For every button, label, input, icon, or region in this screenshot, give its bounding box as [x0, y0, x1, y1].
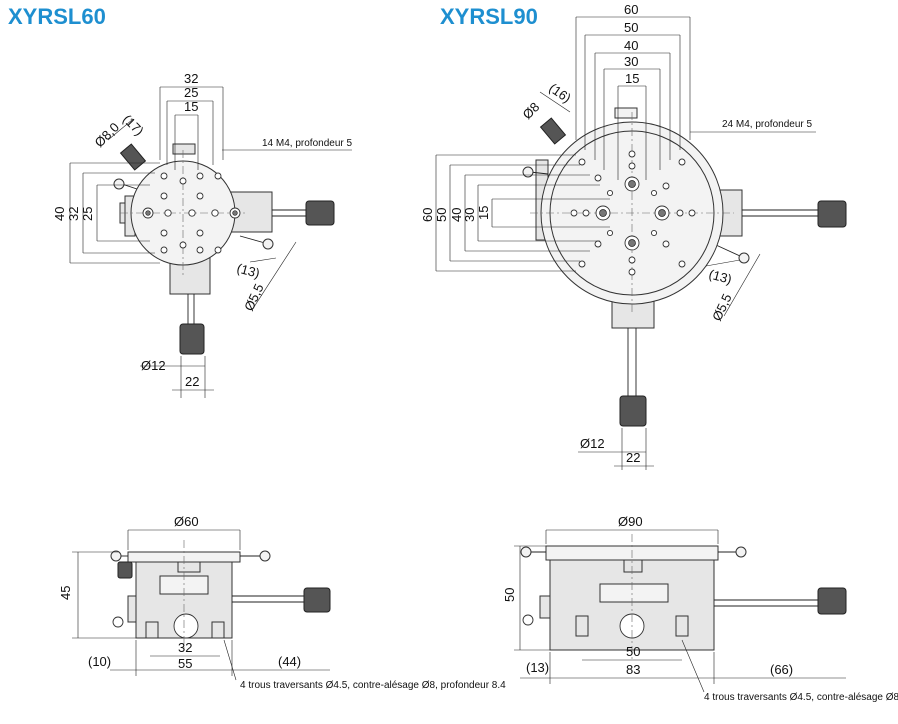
dim-12: Ø12 [141, 358, 166, 373]
dim-32: 32 [184, 71, 198, 86]
dim-5-5: Ø5,5 [709, 291, 735, 323]
xyrsl90-front-view [520, 534, 847, 660]
dim-60-vertical: 60 [420, 208, 435, 222]
model-title-xyrsl60: XYRSL60 [8, 4, 106, 29]
dim-83: 83 [626, 662, 640, 677]
dim-40-vertical: 40 [449, 208, 464, 222]
dim-diameter-60: Ø60 [174, 514, 199, 529]
dim-50-height: 50 [502, 588, 517, 602]
note-holes: 4 trous traversants Ø4.5, contre-alésage… [240, 680, 506, 691]
note-threads: 24 M4, profondeur 5 [722, 119, 812, 130]
dim-40: 40 [624, 38, 638, 53]
dim-13-bottom: (13) [526, 660, 549, 675]
dim-40-vertical: 40 [52, 207, 67, 221]
dim-32-bottom: 32 [178, 640, 192, 655]
dim-13: (13) [235, 260, 261, 280]
dim-44: (44) [278, 654, 301, 669]
dim-12: Ø12 [580, 436, 605, 451]
dim-15: 15 [625, 71, 639, 86]
xyrsl90-top-dimensions [435, 16, 816, 470]
dim-30: 30 [624, 54, 638, 69]
xyrsl60-top-dimensions [69, 86, 352, 398]
dim-17: (17) [120, 112, 147, 139]
dim-8: Ø8 [520, 99, 543, 122]
xyrsl60-top-view [113, 143, 335, 355]
dim-30-vertical: 30 [462, 208, 477, 222]
dim-60: 60 [624, 2, 638, 17]
dim-32-vertical: 32 [66, 207, 81, 221]
dim-50-bottom: 50 [626, 644, 640, 659]
dim-22: 22 [626, 450, 640, 465]
dim-15: 15 [184, 99, 198, 114]
xyrsl90-front-dimensions [514, 529, 846, 693]
dim-45: 45 [58, 586, 73, 600]
model-title-xyrsl90: XYRSL90 [440, 4, 538, 29]
dim-5-5: Ø5,5 [241, 281, 267, 313]
dim-50: 50 [624, 20, 638, 35]
dim-55: 55 [178, 656, 192, 671]
dim-25: 25 [184, 85, 198, 100]
note-holes: 4 trous traversants Ø4.5, contre-alésage… [704, 692, 898, 703]
dim-22: 22 [185, 374, 199, 389]
dim-66: (66) [770, 662, 793, 677]
dim-diameter-90: Ø90 [618, 514, 643, 529]
note-threads: 14 M4, profondeur 5 [262, 138, 352, 149]
xyrsl90-top-view [522, 107, 847, 427]
dim-16: (16) [546, 80, 574, 106]
dim-15-vertical: 15 [476, 206, 491, 220]
xyrsl60-front-view [110, 540, 331, 648]
dim-25-vertical: 25 [80, 207, 95, 221]
dim-50-vertical: 50 [434, 208, 449, 222]
dim-13: (13) [707, 266, 733, 286]
dim-10: (10) [88, 654, 111, 669]
dim-8: Ø8,0 [92, 120, 123, 151]
xyrsl60-front-dimensions [72, 529, 330, 681]
